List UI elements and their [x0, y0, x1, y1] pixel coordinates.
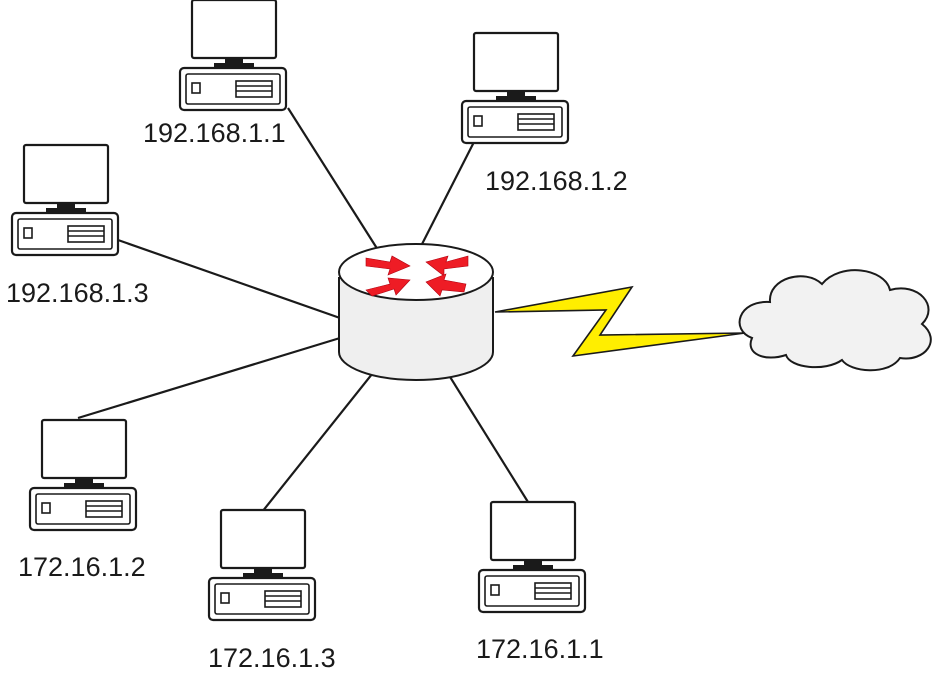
- computer-icon-host-3: [10, 143, 120, 257]
- host-2-ip-label: 192.168.1.2: [485, 166, 628, 196]
- host-4-ip-label: 172.16.1.2: [18, 552, 146, 582]
- links: [77, 107, 529, 513]
- host-3-ip-label: 192.168.1.3: [6, 278, 149, 308]
- lightning-bolt-icon: [494, 285, 746, 358]
- computer-icon-host-6: [477, 500, 587, 614]
- host-6-ip-label: 172.16.1.1: [476, 634, 604, 664]
- link-host-1: [287, 107, 379, 251]
- link-host-4: [77, 336, 341, 420]
- computer-icon-host-1: [178, 0, 288, 112]
- link-host-3: [117, 238, 341, 320]
- computer-icon-host-4: [28, 418, 138, 532]
- computer-icon-host-2: [460, 31, 570, 145]
- host-5-ip-label: 172.16.1.3: [208, 643, 336, 673]
- host-1-ip-label: 192.168.1.1: [143, 118, 286, 148]
- cloud-icon: [738, 269, 932, 372]
- router-icon: [338, 243, 494, 381]
- link-host-2: [417, 139, 476, 253]
- computer-icon-host-5: [207, 508, 317, 622]
